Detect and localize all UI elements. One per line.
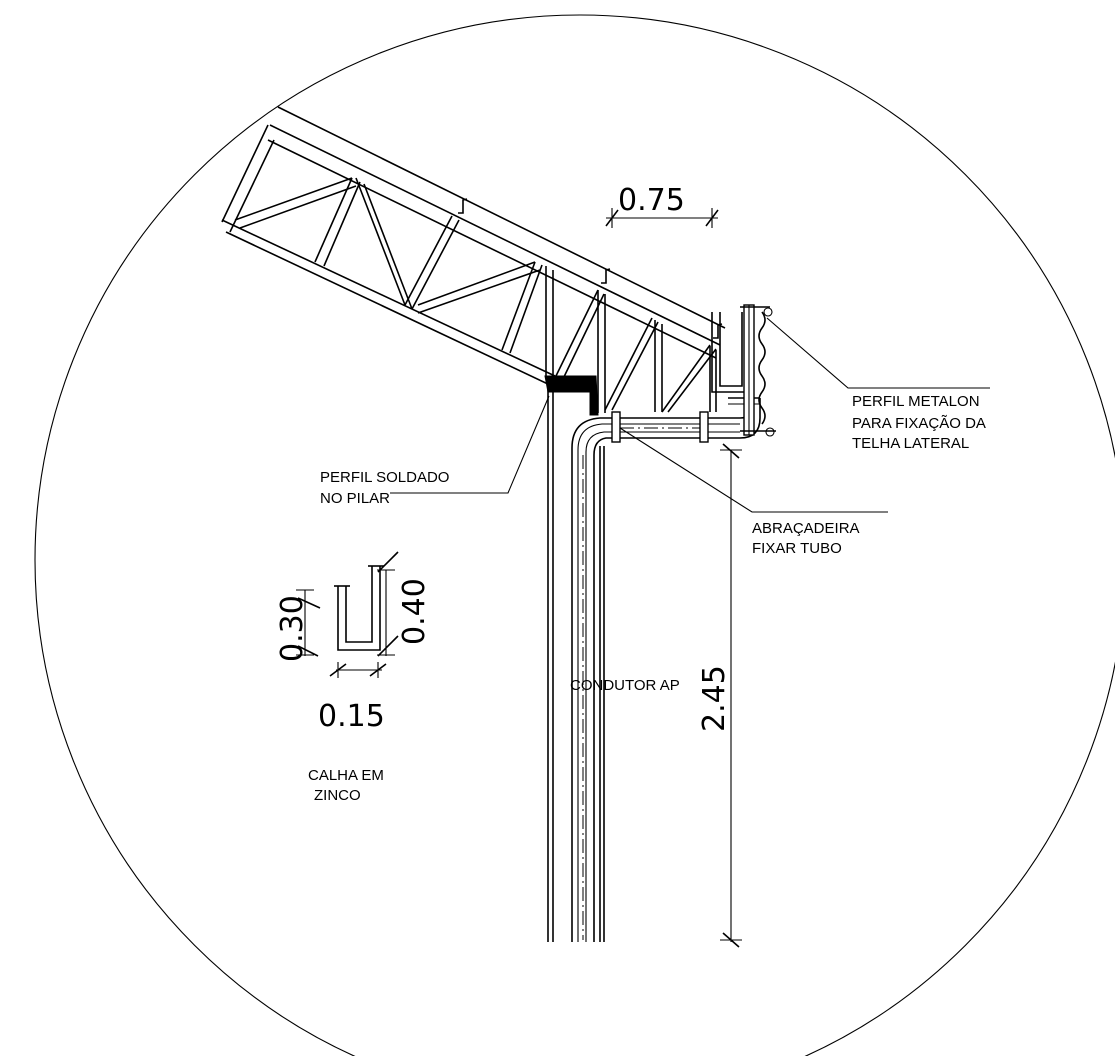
truss-bottom-chord-outer [221,219,556,377]
calha-profile-outer [337,566,381,651]
truss-left-end-1 [221,124,269,223]
dim-calha-depth-right-text: 0.40 [397,578,432,645]
dim-downpipe-height-text: 2.45 [697,665,732,732]
clamp-right [699,411,709,443]
label-calha-line2: ZINCO [314,787,361,804]
lateral-sheet [758,311,766,425]
dim-downpipe-height [720,443,742,948]
gutter-metalon [711,304,776,437]
label-perfil-soldado-line1: PERFIL SOLDADO [320,469,449,486]
calha-detail [296,551,399,678]
label-calha-line1: CALHA EM [308,767,384,784]
roof-truss [221,106,726,413]
truss-left-end-2 [229,139,275,233]
pillar [544,375,605,942]
truss-bottom-chord-inner [225,231,551,386]
roof-sheet-line [277,106,726,329]
label-abracadeira-line2: FIXAR TUBO [752,540,842,557]
label-perfil-metalon-line2: PARA FIXAÇÃO DA [852,415,986,432]
label-perfil-soldado-line2: NO PILAR [320,490,390,507]
leader-metalon [766,317,990,389]
clamp-left [611,411,621,443]
leader-abracadeira [619,427,888,513]
dim-top-width [605,208,719,228]
dim-top-width-text: 0.75 [618,183,685,218]
downpipe [571,397,761,942]
leader-perfil-soldado [390,395,550,494]
detail-circle [34,14,1115,1056]
downpipe-outer [571,417,740,942]
label-perfil-metalon-line3: TELHA LATERAL [852,435,969,452]
label-perfil-metalon-line1: PERFIL METALON [852,393,980,410]
dim-calha-width-text: 0.15 [318,699,385,734]
label-abracadeira-line1: ABRAÇADEIRA [752,520,860,537]
label-condutor: CONDUTOR AP [570,677,680,694]
truss-top-chord-inner [267,139,717,359]
dim-calha-depth-left-text: 0.30 [275,595,310,662]
truss-top-chord-outer [269,124,721,346]
